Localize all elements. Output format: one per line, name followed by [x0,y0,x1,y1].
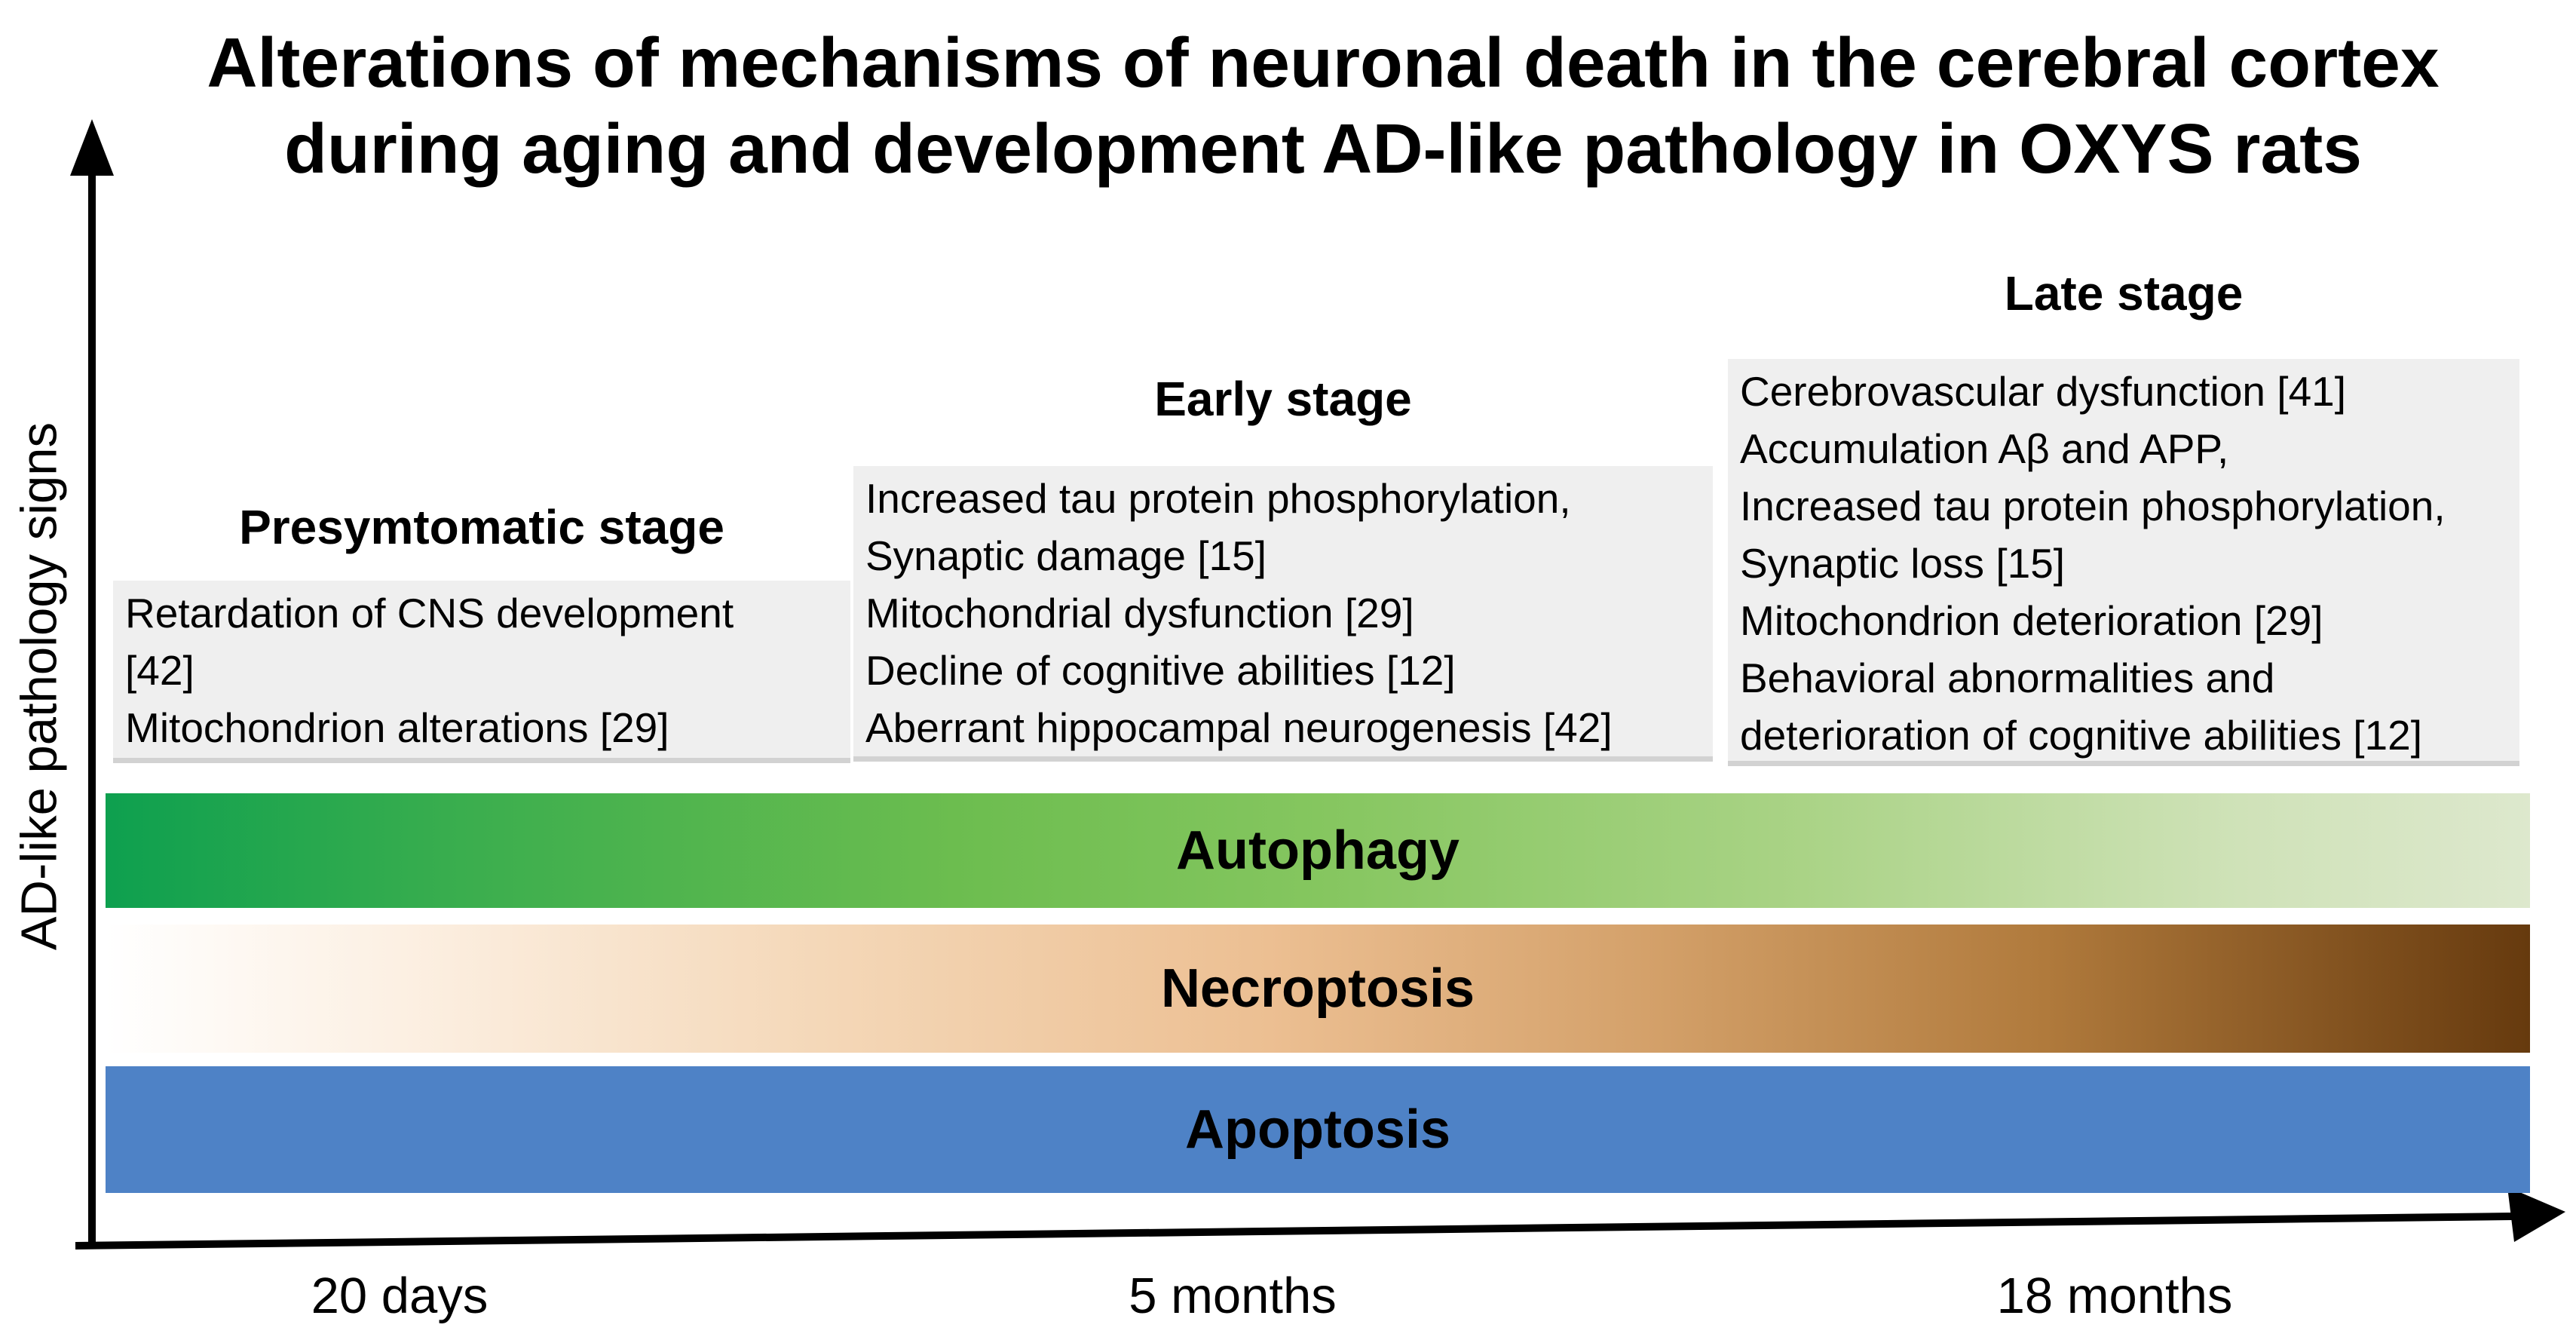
stage-box-line: Mitochondrion alterations [29] [125,704,669,751]
figure-title-line2: during aging and development AD-like pat… [284,109,2362,188]
bar-necroptosis: Necroptosis [106,925,2530,1053]
stage-box-line: Increased tau protein phosphorylation, [865,475,1571,522]
figure-title-line1: Alterations of mechanisms of neuronal de… [207,23,2440,102]
stage-box-line: Decline of cognitive abilities [12] [865,647,1456,694]
x-tick-5-months: 5 months [1129,1268,1337,1324]
stage-header-early: Early stage [1154,372,1412,426]
x-tick-18-months: 18 months [1996,1268,2233,1324]
bar-label-necroptosis: Necroptosis [1160,958,1475,1019]
stage-box-late: Cerebrovascular dysfunction [41] Accumula… [1728,359,2519,766]
stage-box-line: Accumulation Aβ and APP, [1740,425,2229,472]
stage-box-line: Retardation of CNS development [125,590,734,636]
y-axis-arrowhead-icon [70,119,114,176]
x-axis-line [75,1213,2513,1250]
x-tick-20-days: 20 days [311,1268,489,1324]
bar-autophagy: Autophagy [106,793,2530,908]
stage-box-line: Cerebrovascular dysfunction [41] [1740,368,2347,415]
x-axis-arrowhead-icon [2507,1187,2565,1242]
bar-label-apoptosis: Apoptosis [1185,1099,1450,1160]
stage-box-early: Increased tau protein phosphorylation, Sy… [853,466,1713,762]
stage-box-line: deterioration of cognitive abilities [12… [1740,712,2422,759]
stage-box-line: [42] [125,647,195,694]
bar-apoptosis: Apoptosis [106,1066,2530,1193]
stage-box-line: Behavioral abnormalities and [1740,655,2275,701]
stage-box-line: Synaptic loss [15] [1740,540,2066,587]
stage-box-line: Increased tau protein phosphorylation, [1740,483,2446,529]
stage-box-line: Mitochondrion deterioration [29] [1740,597,2323,644]
stage-box-presymptomatic: Retardation of CNS development [42] Mitoch… [113,581,850,763]
stage-header-presymptomatic: Presymtomatic stage [239,500,724,554]
stage-box-line: Synaptic damage [15] [865,532,1267,579]
stage-header-late: Late stage [2004,266,2244,320]
stage-box-line: Mitochondrial dysfunction [29] [865,590,1414,636]
figure-title: Alterations of mechanisms of neuronal de… [106,20,2541,192]
bar-label-autophagy: Autophagy [1176,820,1460,881]
stage-box-line: Aberrant hippocampal neurogenesis [42] [865,704,1613,751]
